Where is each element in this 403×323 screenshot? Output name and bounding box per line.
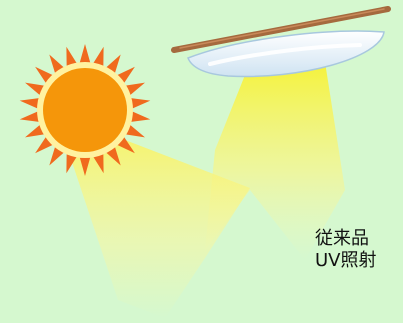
lamp-handle — [171, 6, 391, 53]
lamp-shade — [187, 30, 385, 78]
lamp-light-beam — [205, 62, 345, 260]
sun-icon — [19, 44, 151, 176]
sun-light-beam — [68, 138, 250, 318]
uv-lamp-icon — [171, 6, 391, 78]
caption-line-2: UV照射 — [315, 250, 377, 271]
lamp-handle-shine — [179, 8, 385, 49]
lamp-shade-highlight — [208, 43, 362, 66]
caption: 従来品 UV照射 — [315, 228, 377, 272]
caption-line-1: 従来品 — [315, 228, 369, 249]
sun-core — [43, 68, 127, 152]
